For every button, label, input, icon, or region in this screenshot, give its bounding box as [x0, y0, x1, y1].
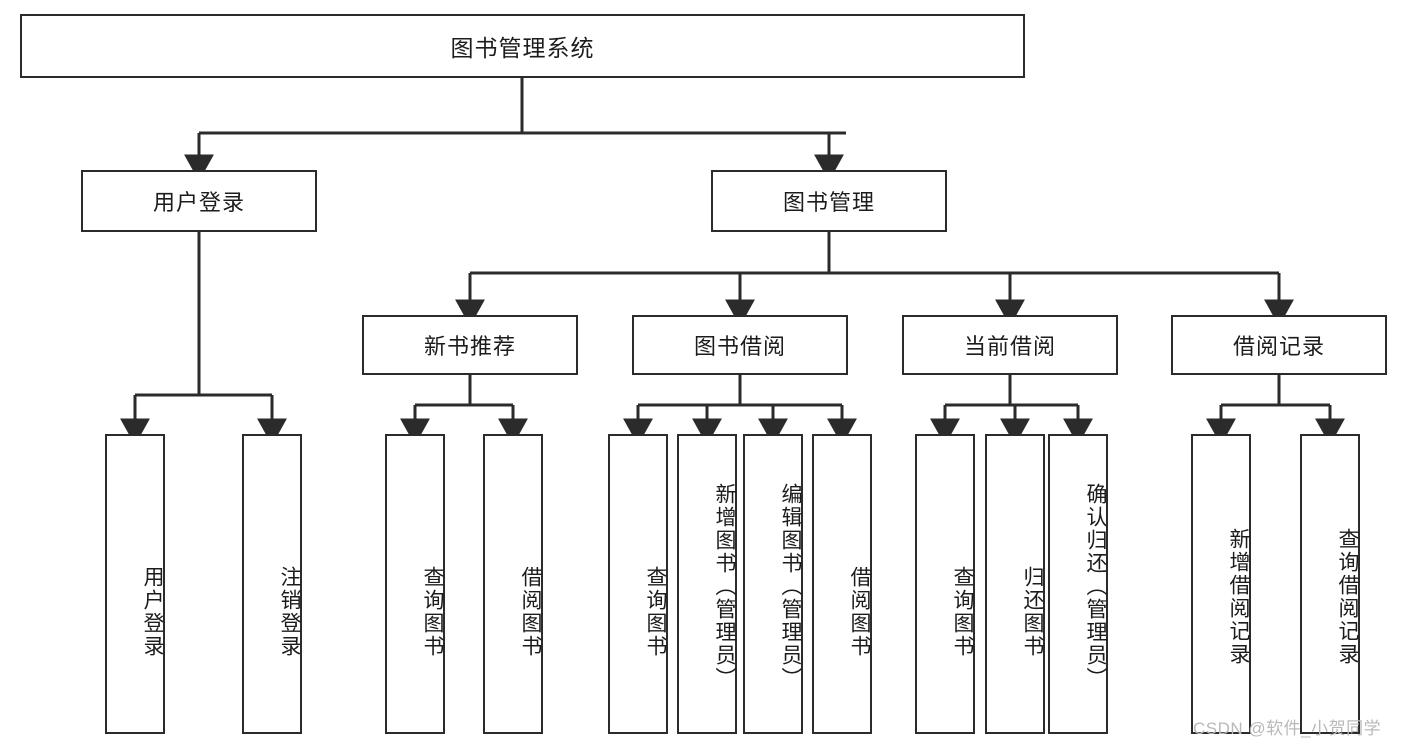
node-root-book-management-system[interactable]: 图书管理系统 [20, 14, 1025, 78]
node-label: 新增借阅记录 [1227, 528, 1250, 666]
node-leaf-user-login-signin[interactable]: 用户登录 [105, 434, 165, 734]
node-label: 注销登录 [278, 566, 301, 658]
node-leaf-current-confirm-return-admin[interactable]: 确认归还（管理员） [1048, 434, 1108, 734]
node-label: 新增图书（管理员） [713, 482, 736, 690]
node-leaf-borrow-query-book[interactable]: 查询图书 [608, 434, 668, 734]
node-label: 用户登录 [141, 566, 164, 658]
node-leaf-current-return-book[interactable]: 归还图书 [985, 434, 1045, 734]
node-label: 借阅记录 [1232, 334, 1325, 359]
node-new-book-recommendation[interactable]: 新书推荐 [362, 315, 578, 375]
node-label: 查询图书 [951, 566, 974, 658]
node-label: 用户登录 [152, 190, 245, 215]
node-leaf-record-query-record[interactable]: 查询借阅记录 [1300, 434, 1360, 734]
node-label: 编辑图书（管理员） [779, 482, 802, 690]
node-label: 借阅图书 [519, 566, 542, 658]
node-book-management[interactable]: 图书管理 [711, 170, 947, 232]
node-leaf-record-add-record[interactable]: 新增借阅记录 [1191, 434, 1251, 734]
node-leaf-borrow-edit-book-admin[interactable]: 编辑图书（管理员） [743, 434, 803, 734]
node-label: 查询图书 [421, 566, 444, 658]
node-label: 确认归还（管理员） [1084, 482, 1107, 690]
node-label: 归还图书 [1021, 566, 1044, 658]
node-label: 查询图书 [644, 566, 667, 658]
node-label: 当前借阅 [963, 334, 1056, 359]
node-label: 新书推荐 [423, 334, 516, 359]
node-current-borrowing[interactable]: 当前借阅 [902, 315, 1118, 375]
node-book-borrowing[interactable]: 图书借阅 [632, 315, 848, 375]
node-leaf-newbook-borrow-book[interactable]: 借阅图书 [483, 434, 543, 734]
node-leaf-current-query-book[interactable]: 查询图书 [915, 434, 975, 734]
node-label: 借阅图书 [848, 566, 871, 658]
node-user-login[interactable]: 用户登录 [81, 170, 317, 232]
node-label: 图书管理系统 [450, 35, 595, 61]
node-leaf-borrow-borrow-book[interactable]: 借阅图书 [812, 434, 872, 734]
node-label: 图书管理 [782, 190, 875, 215]
node-label: 查询借阅记录 [1336, 528, 1359, 666]
node-borrowing-records[interactable]: 借阅记录 [1171, 315, 1387, 375]
node-label: 图书借阅 [693, 334, 786, 359]
watermark-text: CSDN @软件_小贺同学 [1193, 719, 1382, 738]
csdn-watermark: CSDN @软件_小贺同学 [1193, 714, 1381, 739]
node-leaf-user-login-signout[interactable]: 注销登录 [242, 434, 302, 734]
node-leaf-borrow-add-book-admin[interactable]: 新增图书（管理员） [677, 434, 737, 734]
node-leaf-newbook-query-book[interactable]: 查询图书 [385, 434, 445, 734]
